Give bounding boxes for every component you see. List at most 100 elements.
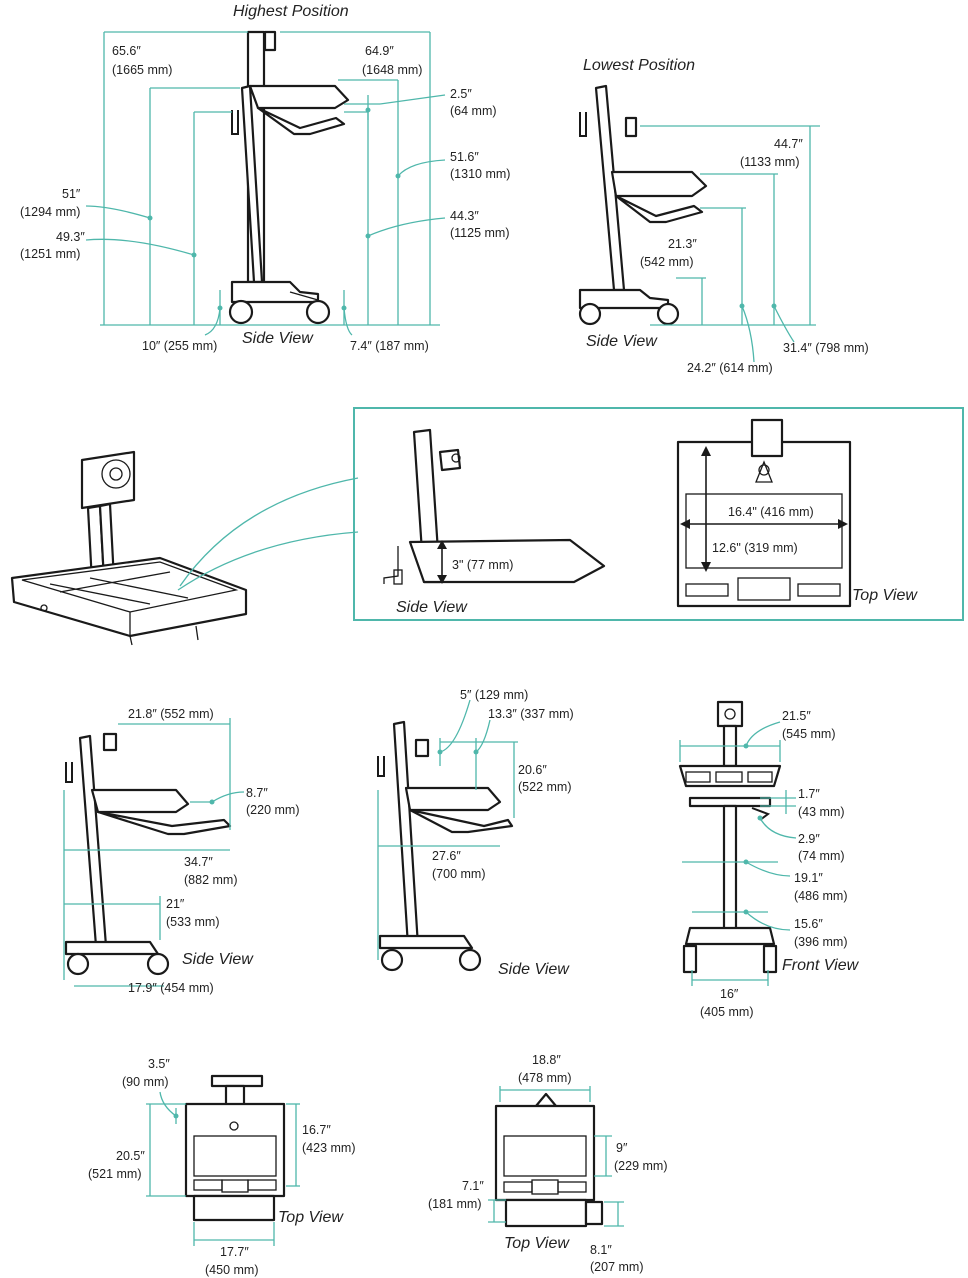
svg-text:(229 mm): (229 mm) — [614, 1159, 667, 1173]
dim-64-9: 64.9″ — [365, 44, 394, 58]
svg-text:(522 mm): (522 mm) — [518, 780, 571, 794]
front-view: 21.5″ (545 mm) 1.7″ (43 mm) 2.9″ (74 mm)… — [678, 700, 860, 1019]
dim-15-6: 15.6″ — [794, 917, 823, 931]
dim-44-3: 44.3″ — [450, 209, 479, 223]
dim-16-7: 16.7″ — [302, 1123, 331, 1137]
svg-text:(74 mm): (74 mm) — [798, 849, 845, 863]
side-view-3: 21.8″ (552 mm) 8.7″ (220 mm) 34.7″ (882 … — [63, 707, 299, 995]
svg-text:(220 mm): (220 mm) — [246, 803, 299, 817]
keyboard-tray — [256, 106, 346, 136]
dim-5: 5″ (129 mm) — [460, 688, 528, 702]
title-top-view-1: Top View — [278, 1209, 344, 1226]
svg-text:(700 mm): (700 mm) — [432, 867, 485, 881]
svg-text:(1251 mm): (1251 mm) — [20, 247, 80, 261]
dim-24-2: 24.2″ (614 mm) — [687, 361, 773, 375]
svg-text:(882 mm): (882 mm) — [184, 873, 237, 887]
dim-top-width: 16.4" (416 mm) — [728, 505, 814, 519]
dim-19-1: 19.1″ — [794, 871, 823, 885]
dim-16: 16″ — [720, 987, 739, 1001]
lowest-position-cart: Lowest Position 44.7″ (1133 mm) 21.3″ (5… — [578, 57, 869, 375]
handle — [579, 112, 587, 137]
dim-49-3: 49.3″ — [56, 230, 85, 244]
dim-31-4: 31.4″ (798 mm) — [783, 341, 869, 355]
dim-17-7: 17.7″ — [220, 1245, 249, 1259]
top-view-2: 18.8″ (478 mm) 9″ (229 mm) 7.1″ (181 mm)… — [428, 1053, 667, 1274]
top-view-1: 3.5″ (90 mm) 16.7″ (423 mm) 20.5″ (521 m… — [88, 1057, 355, 1277]
svg-text:(1648 mm): (1648 mm) — [362, 63, 422, 77]
dim-2-5: 2.5″ — [450, 87, 472, 101]
title-highest-position: Highest Position — [233, 3, 349, 20]
tray-isometric — [10, 450, 248, 646]
caster-left — [578, 302, 602, 326]
dim-3-5: 3.5″ — [148, 1057, 170, 1071]
title-side-view-2: Side View — [586, 333, 658, 350]
svg-text:(207 mm): (207 mm) — [590, 1260, 643, 1274]
svg-text:(545 mm): (545 mm) — [782, 727, 835, 741]
svg-text:(521 mm): (521 mm) — [88, 1167, 141, 1181]
svg-text:(43 mm): (43 mm) — [798, 805, 845, 819]
dim-13-3: 13.3″ (337 mm) — [488, 707, 574, 721]
dim-21-5: 21.5″ — [782, 709, 811, 723]
title-side-view-3: Side View — [182, 951, 254, 968]
svg-text:(181 mm): (181 mm) — [428, 1197, 481, 1211]
worksurface — [610, 170, 708, 198]
detail-box — [353, 407, 964, 621]
highest-position-cart: Highest Position — [20, 3, 510, 353]
base-strut — [289, 291, 319, 301]
svg-text:(1133 mm): (1133 mm) — [740, 155, 800, 169]
dim-10: 10″ (255 mm) — [142, 339, 217, 353]
title-side-view-1: Side View — [242, 330, 314, 347]
dim-44-7: 44.7″ — [774, 137, 803, 151]
dim-8-7: 8.7″ — [246, 786, 268, 800]
title-front-view: Front View — [782, 957, 860, 974]
detail-section: 3" (77 mm) Side View 16.4" (416 mm) 12.6… — [10, 407, 964, 646]
dim-1-7: 1.7″ — [798, 787, 820, 801]
detail-cable — [383, 546, 399, 584]
title-lowest-position: Lowest Position — [583, 57, 695, 74]
svg-text:(486 mm): (486 mm) — [794, 889, 847, 903]
monitor-mount — [624, 116, 638, 138]
callout-curve-upper — [179, 477, 359, 587]
dim-9: 9″ — [616, 1141, 628, 1155]
worksurface — [248, 84, 350, 110]
dim-34-7: 34.7″ — [184, 855, 213, 869]
handle — [231, 110, 239, 135]
monitor-plate — [80, 450, 136, 510]
dim-65-6: 65.6″ — [112, 44, 141, 58]
dim-tray-height: 3" (77 mm) — [452, 558, 513, 572]
title-side-view-detail: Side View — [396, 599, 468, 616]
svg-text:(64 mm): (64 mm) — [450, 104, 497, 118]
keyboard-tray — [614, 194, 704, 224]
dim-17-9: 17.9″ (454 mm) — [128, 981, 214, 995]
caster-left — [228, 299, 254, 325]
monitor-mount — [263, 30, 277, 52]
svg-text:(478 mm): (478 mm) — [518, 1071, 571, 1085]
base — [578, 288, 670, 310]
dim-7-1: 7.1″ — [462, 1179, 484, 1193]
svg-text:(533 mm): (533 mm) — [166, 915, 219, 929]
svg-text:(405 mm): (405 mm) — [700, 1005, 753, 1019]
dim-51-6: 51.6″ — [450, 150, 479, 164]
title-top-view-detail: Top View — [852, 587, 918, 604]
dim-21-3: 21.3″ — [668, 237, 697, 251]
detail-tray — [408, 538, 606, 584]
svg-text:(423 mm): (423 mm) — [302, 1141, 355, 1155]
dim-18-8: 18.8″ — [532, 1053, 561, 1067]
dim-21: 21″ — [166, 897, 185, 911]
detail-top-mount — [750, 418, 784, 458]
tray-body — [10, 556, 248, 638]
dim-7-4: 7.4″ (187 mm) — [350, 339, 429, 353]
title-side-view-4: Side View — [498, 961, 570, 978]
svg-text:(90 mm): (90 mm) — [122, 1075, 169, 1089]
caster-right — [305, 299, 331, 325]
detail-top-view: 16.4" (416 mm) 12.6" (319 mm) Top View — [676, 418, 918, 608]
svg-text:(1665 mm): (1665 mm) — [112, 63, 172, 77]
dim-2-9: 2.9″ — [798, 832, 820, 846]
title-top-view-2: Top View — [504, 1235, 570, 1252]
callout-curve-lower — [177, 531, 359, 591]
dim-20-6: 20.6″ — [518, 763, 547, 777]
caster-right — [656, 302, 680, 326]
svg-text:(450 mm): (450 mm) — [205, 1263, 258, 1277]
svg-text:(1294 mm): (1294 mm) — [20, 205, 80, 219]
